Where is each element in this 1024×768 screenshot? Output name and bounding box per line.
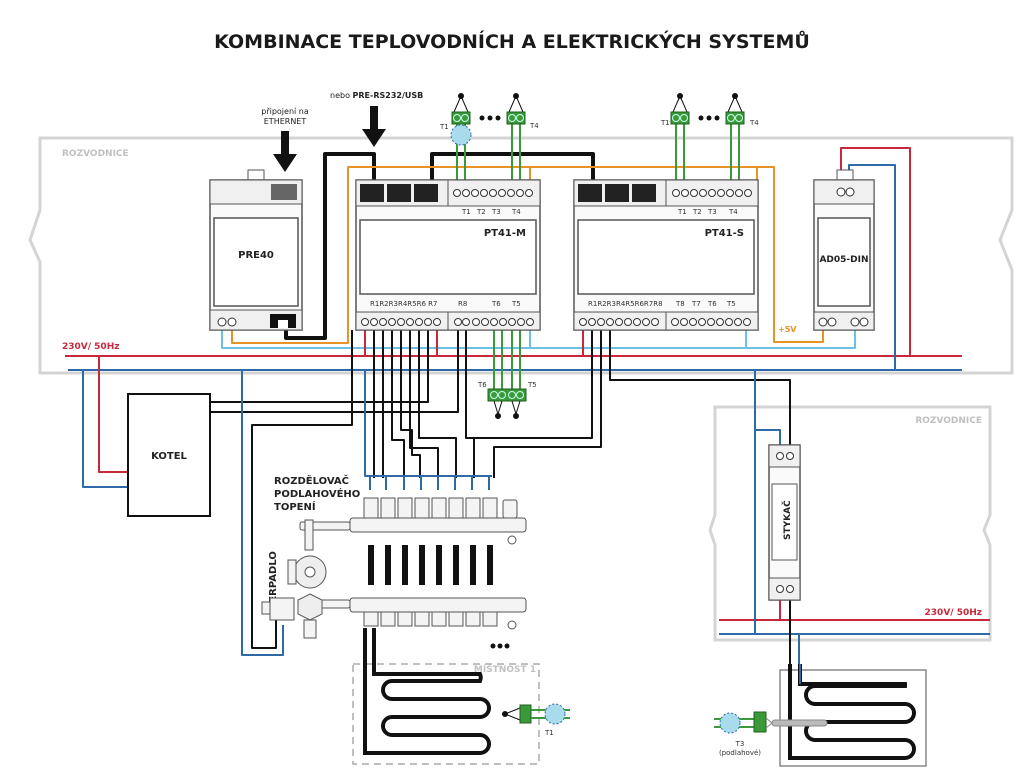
pt41s-t7: T7	[691, 300, 701, 308]
rs232-annotation: nebo PRE-RS232/USB	[330, 91, 423, 147]
pre40-module: PRE40	[209, 169, 303, 331]
sensor-label: T1	[660, 119, 670, 127]
arrow-down-icon	[273, 131, 297, 172]
main-distribution-panel: ROZVODNICE	[28, 136, 1014, 375]
sensor-label: T6	[477, 381, 487, 389]
manifold-label-line1: ROZDĚLOVAČ	[274, 474, 349, 487]
manifold-outlets	[363, 611, 498, 627]
sensor-label: T1	[439, 123, 449, 131]
pt41m-t5: T5	[511, 300, 521, 308]
room-1: MÍSTNOST 1	[352, 628, 540, 765]
pt41s-bottom-terminals	[579, 318, 751, 326]
wires	[65, 118, 990, 664]
main-power-label: 230V/ 50Hz	[62, 342, 119, 352]
manifold-label-line2: PODLAHOVÉHO	[274, 487, 360, 500]
electric-heating-mat	[779, 664, 927, 767]
sensor-label: T5	[527, 381, 537, 389]
pt41m-label: PT41-M	[484, 228, 526, 239]
ellipsis-icon	[490, 643, 510, 649]
floor-sensor-t3: T3 (podlahové)	[714, 711, 828, 757]
room-sensor-t1: T1	[502, 703, 570, 737]
pt41s-t5: T5	[726, 300, 736, 308]
pt41m-bottom-terminals	[361, 318, 534, 326]
pt41m-module: T1 T2 T3 T4 PT41-M R1R2R3R4R5R6 R7 R8 T6…	[355, 179, 541, 331]
pt41m-t6: T6	[491, 300, 501, 308]
diagram-title: KOMBINACE TEPLOVODNÍCH A ELEKTRICKÝCH SY…	[214, 29, 810, 53]
heating-loop	[363, 628, 491, 755]
pt41s-relay-labels: R1R2R3R4R5R6R7R8	[588, 300, 663, 308]
secondary-power-label: 230V/ 50Hz	[925, 608, 982, 618]
pt41s-label: PT41-S	[705, 228, 744, 239]
secondary-distribution-panel: ROZVODNICE	[708, 405, 992, 642]
pt41s-t6: T6	[707, 300, 717, 308]
pt41s-t2: T2	[692, 208, 702, 216]
pt41m-t2: T2	[476, 208, 486, 216]
mixing-valve-icon	[261, 593, 323, 639]
pt41s-t8: T8	[675, 300, 685, 308]
pt41s-sensor-t1: T1	[660, 93, 690, 127]
plus5v-label: +5V	[778, 325, 797, 334]
sensor-label: T4	[529, 122, 539, 130]
sensor-label: T4	[749, 119, 759, 127]
pre40-label: PRE40	[238, 250, 274, 261]
ethernet-annotation: připojení na ETHERNET	[261, 107, 309, 172]
pump-icon	[287, 555, 327, 589]
boiler-label: KOTEL	[151, 451, 187, 462]
manifold-label-line3: TOPENÍ	[274, 500, 316, 513]
ellipsis-icon	[479, 115, 501, 121]
pt41s-top-terminals	[672, 189, 752, 197]
ethernet-label-line2: ETHERNET	[264, 117, 307, 126]
boiler: KOTEL	[127, 393, 211, 517]
pt41m-top-terminals	[453, 189, 533, 197]
main-panel-label: ROZVODNICE	[62, 149, 129, 159]
floor-heating-manifold	[261, 497, 527, 639]
pump-label: ČERPADLO	[266, 551, 279, 610]
contactor: STYKAČ	[768, 444, 801, 601]
ad05-module: AD05-DIN +5V	[778, 169, 875, 334]
sensor-t6-t5: T6 T5	[477, 381, 537, 419]
pt41m-t3: T3	[491, 208, 501, 216]
pt41s-module: T1 T2 T3 T4 PT41-S R1R2R3R4R5R6R7R8 T8 T…	[573, 179, 759, 331]
arrow-down-icon	[362, 106, 386, 147]
manifold-label: ROZDĚLOVAČ PODLAHOVÉHO TOPENÍ	[274, 474, 360, 513]
sensor-label: T1	[544, 729, 554, 737]
contactor-label: STYKAČ	[781, 500, 793, 540]
room-label: MÍSTNOST 1	[474, 663, 536, 675]
ellipsis-icon	[698, 115, 720, 121]
pt41s-t1: T1	[677, 208, 687, 216]
pt41m-r8-label: R8	[458, 300, 467, 308]
pt41m-relay-labels: R1R2R3R4R5R6 R7	[370, 300, 437, 308]
pt41m-t1: T1	[461, 208, 471, 216]
pt41m-t4: T4	[511, 208, 521, 216]
pt41s-t3: T3	[707, 208, 717, 216]
rs232-label: nebo PRE-RS232/USB	[330, 91, 423, 100]
manifold-flowmeters	[368, 545, 493, 585]
pt41s-sensor-t4: T4	[725, 93, 759, 127]
pt41m-sensor-t1: T1	[439, 93, 472, 146]
pt41m-sensor-t4: T4	[506, 93, 539, 130]
secondary-panel-label: ROZVODNICE	[915, 416, 982, 426]
ad05-label: AD05-DIN	[819, 255, 868, 265]
ethernet-label-line1: připojení na	[261, 107, 309, 116]
sensor-label: T3	[735, 740, 745, 748]
sensor-note: (podlahové)	[719, 749, 761, 757]
pt41s-t4: T4	[728, 208, 738, 216]
manifold-actuators	[363, 497, 498, 519]
